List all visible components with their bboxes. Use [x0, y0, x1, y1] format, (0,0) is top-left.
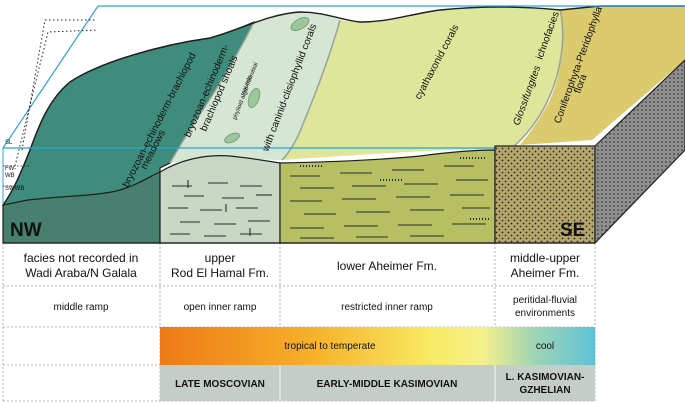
environment-col4-line1: peritidal-fluvial: [513, 295, 577, 306]
mound-3: [224, 132, 240, 144]
environment-col2: open inner ramp: [184, 302, 257, 313]
environment-col4-line2: environments: [515, 308, 575, 319]
restricted-belt: [282, 7, 563, 160]
front-meadows: [2, 171, 161, 244]
sea-level-lines: [2, 5, 685, 205]
mound-1: [290, 16, 310, 32]
front-restricted: [279, 149, 496, 244]
age-col2: LATE MOSCOVIAN: [175, 379, 265, 390]
bedding-marks-shoals: [168, 180, 272, 237]
formation-col4-line2: Aheimer Fm.: [511, 266, 580, 280]
climate-warm: tropical to temperate: [284, 341, 376, 352]
swwb-label: SWWB: [5, 186, 24, 192]
flora-belt: [520, 6, 685, 145]
climate-bar: [160, 327, 595, 365]
bedding-marks-restricted: [290, 165, 490, 239]
fwwb-label-2: WB: [5, 173, 15, 179]
age-col3: EARLY-MIDDLE KASIMOVIAN: [317, 379, 458, 390]
fwwb-label-1: FW-: [5, 166, 16, 172]
formation-col3: lower Aheimer Fm.: [337, 259, 437, 273]
formation-col1-line2: Wadi Araba/N Galala: [25, 266, 137, 280]
age-col4-line2: GZHELIAN: [519, 385, 570, 396]
formation-col1-line1: facies not recorded in: [24, 251, 139, 265]
nw-label: NW: [10, 220, 42, 241]
age-col4-line1: L. KASIMOVIAN-: [506, 372, 585, 383]
formation-col2-line1: upper: [205, 251, 236, 265]
environment-col3: restricted inner ramp: [341, 302, 433, 313]
se-label: SE: [560, 220, 585, 241]
side-face: [594, 59, 685, 245]
age-cells: [160, 365, 595, 401]
sl-label: SL: [5, 140, 13, 146]
shoals-belt: [170, 12, 340, 163]
front-flora: [494, 145, 596, 244]
environment-col1: middle ramp: [53, 302, 108, 313]
mound-2: [247, 88, 261, 108]
formation-col4-line1: middle-upper: [510, 251, 580, 265]
dot-clusters: [300, 157, 490, 220]
formation-col2-line2: Rod El Hamal Fm.: [171, 266, 269, 280]
front-shoals: [159, 155, 281, 244]
climate-cool: cool: [536, 341, 554, 352]
